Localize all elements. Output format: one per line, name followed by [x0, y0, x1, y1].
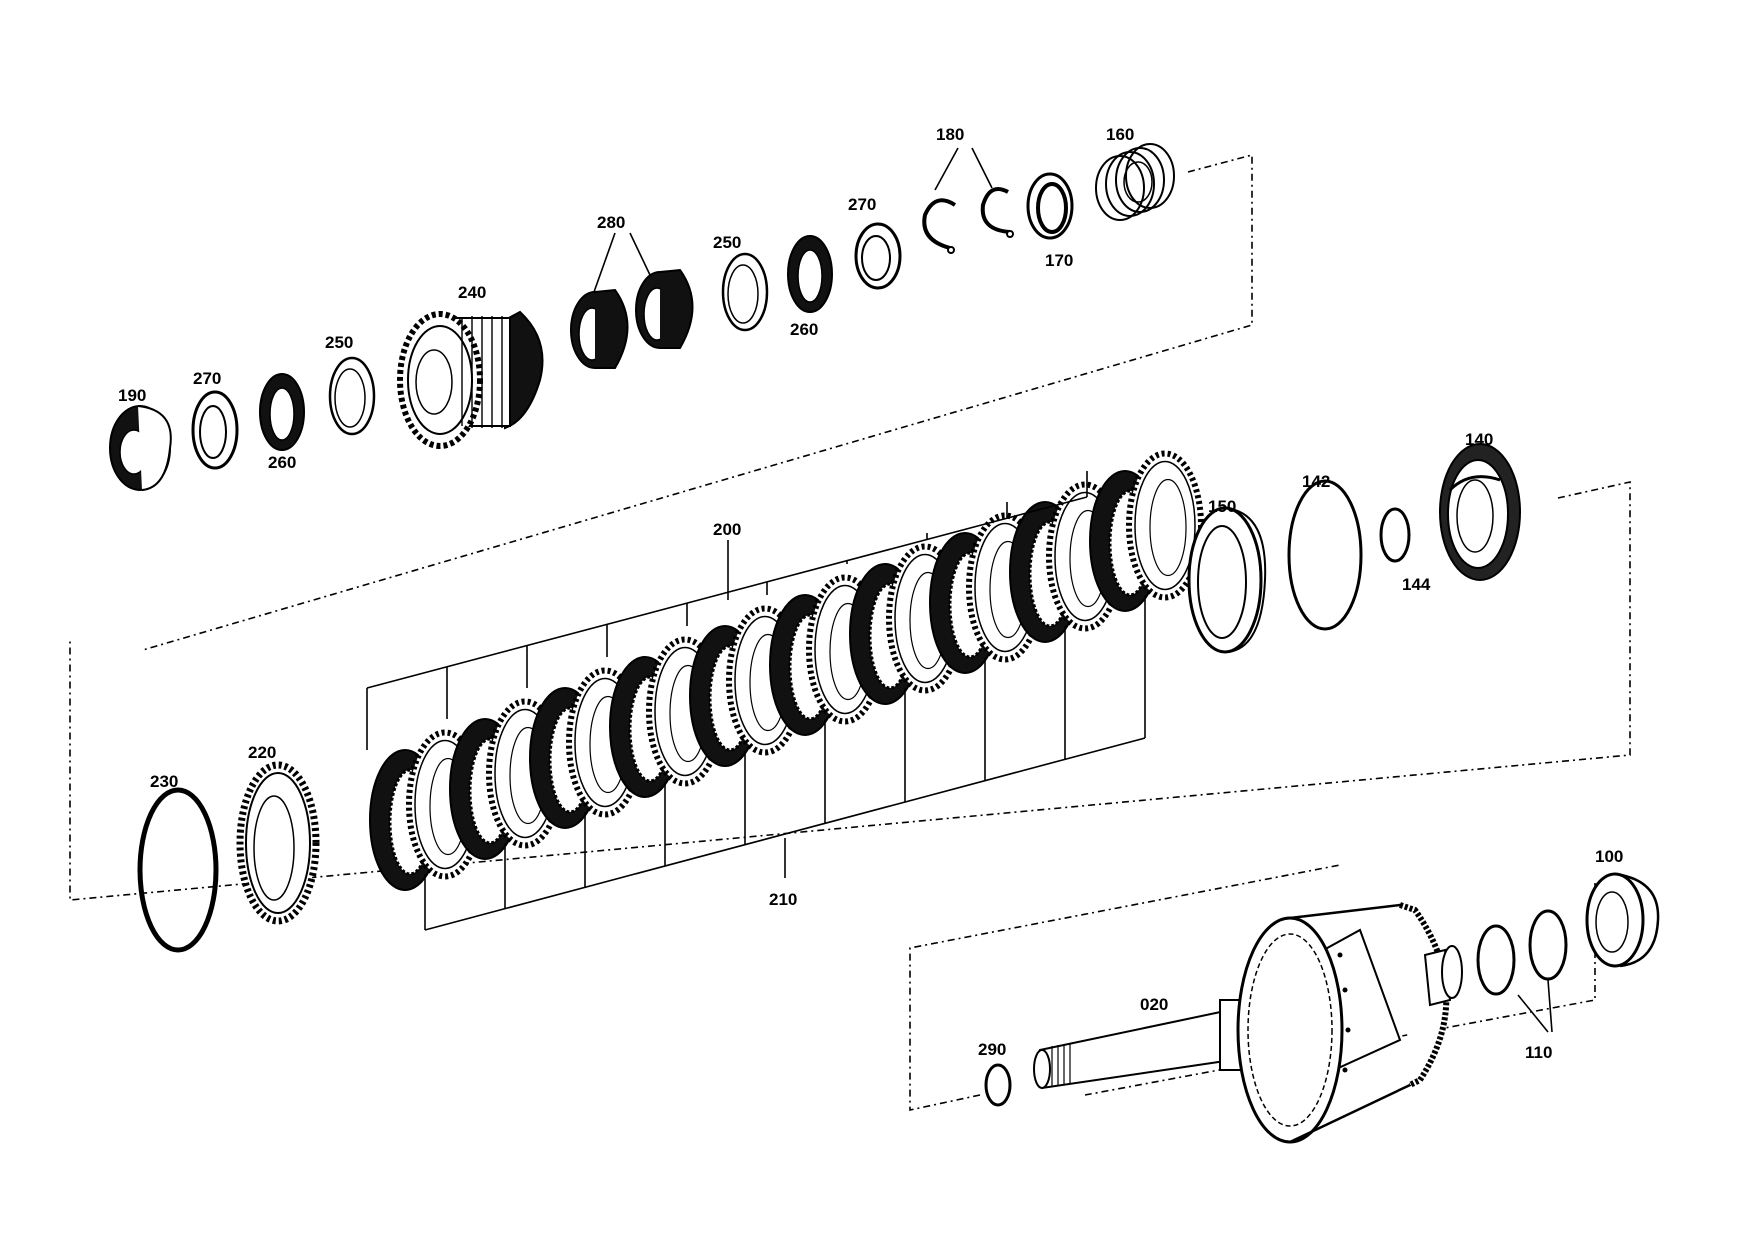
callout-200: 200	[713, 520, 741, 539]
callout-280: 280	[597, 213, 625, 232]
bracket-200	[366, 496, 1088, 689]
callout-020: 020	[1140, 995, 1168, 1014]
part-160-spring	[1095, 143, 1175, 221]
part-250-washer	[328, 356, 376, 436]
clutch-disc-stack	[369, 450, 1204, 891]
part-260-thrust-washer-upper	[787, 235, 833, 313]
callout-leader-lines	[593, 147, 1553, 1033]
part-240-gear	[397, 310, 544, 449]
disc-leader-lines	[366, 471, 1146, 931]
part-250-washer-upper	[721, 252, 769, 332]
callout-100: 100	[1595, 847, 1623, 866]
callout-250-upper: 250	[713, 233, 741, 252]
part-110-o-ring-b	[1528, 909, 1568, 981]
part-140-bearing	[1439, 443, 1521, 581]
part-144-o-ring	[1379, 507, 1411, 563]
callout-240: 240	[458, 283, 486, 302]
callout-270-lower: 270	[193, 369, 221, 388]
part-270-washer	[191, 390, 239, 470]
callout-labels: 190 270 260 250 240 280 250 260 270 180 …	[118, 125, 1623, 1062]
part-230-o-ring	[137, 787, 219, 953]
part-260-thrust-washer	[259, 373, 305, 451]
callout-210: 210	[769, 890, 797, 909]
part-100-bearing	[1585, 872, 1660, 968]
callout-160: 160	[1106, 125, 1134, 144]
part-150-piston	[1187, 506, 1267, 654]
part-220-end-plate	[236, 761, 320, 925]
callout-260-lower: 260	[268, 453, 296, 472]
callout-290: 290	[978, 1040, 1006, 1059]
part-142-o-ring	[1287, 479, 1363, 631]
part-180-snap-ring-b	[980, 187, 1014, 238]
callout-190: 190	[118, 386, 146, 405]
callout-230: 230	[150, 772, 178, 791]
callout-220: 220	[248, 743, 276, 762]
part-290-o-ring	[984, 1063, 1012, 1107]
callout-150: 150	[1208, 497, 1236, 516]
bracket-210	[424, 737, 1146, 931]
part-110-o-ring-a	[1476, 924, 1516, 996]
callout-142: 142	[1302, 472, 1330, 491]
callout-260-upper: 260	[790, 320, 818, 339]
part-170-ring	[1026, 172, 1074, 240]
callout-270-upper: 270	[848, 195, 876, 214]
part-180-snap-ring-a	[922, 198, 957, 254]
callout-144: 144	[1402, 575, 1431, 594]
part-020-shaft-assembly	[1033, 902, 1463, 1144]
part-270-washer-upper	[854, 222, 902, 290]
part-190-bearing	[109, 405, 172, 491]
part-280-bushing-b	[635, 268, 694, 349]
part-280-bushing-a	[570, 288, 629, 369]
callout-170: 170	[1045, 251, 1073, 270]
callout-110: 110	[1525, 1043, 1552, 1062]
callout-180: 180	[936, 125, 964, 144]
callout-140: 140	[1465, 430, 1493, 449]
callout-250-lower: 250	[325, 333, 353, 352]
